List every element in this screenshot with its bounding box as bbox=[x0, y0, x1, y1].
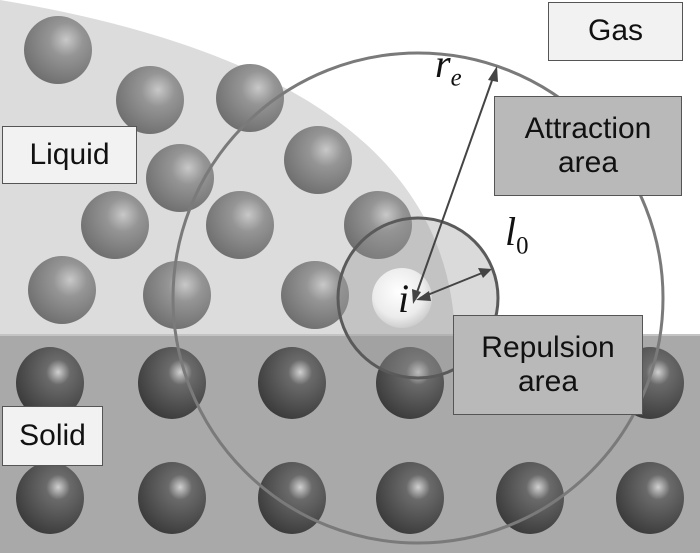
re-arrowhead-outer bbox=[488, 66, 498, 82]
attraction-area-label: Attraction area bbox=[494, 96, 682, 196]
re-arrowhead-inner bbox=[412, 289, 421, 304]
liquid-particle bbox=[284, 126, 352, 194]
re-main: r bbox=[435, 41, 451, 86]
liquid-particle bbox=[116, 66, 184, 134]
liquid-label: Liquid bbox=[2, 126, 137, 184]
liquid-particle bbox=[206, 191, 274, 259]
solid-particles bbox=[16, 347, 684, 534]
re-symbol: re bbox=[435, 40, 462, 93]
liquid-particle bbox=[143, 261, 211, 329]
liquid-particle bbox=[281, 261, 349, 329]
attraction-label-line2: area bbox=[557, 146, 619, 179]
repulsion-area-label: Repulsion area bbox=[453, 315, 643, 415]
re-subscript: e bbox=[450, 64, 462, 92]
solid-particle bbox=[376, 462, 444, 534]
solid-particle bbox=[496, 462, 564, 534]
gas-label: Gas bbox=[548, 2, 683, 61]
l0-symbol: l0 bbox=[505, 208, 529, 261]
target-particle bbox=[372, 268, 432, 328]
solid-particle bbox=[258, 462, 326, 534]
solid-label-text: Solid bbox=[19, 418, 86, 452]
solid-particle bbox=[16, 462, 84, 534]
liquid-particle bbox=[28, 256, 96, 324]
liquid-label-text: Liquid bbox=[29, 137, 110, 171]
repulsion-label-line2: area bbox=[517, 365, 579, 398]
liquid-particle bbox=[216, 64, 284, 132]
solid-label: Solid bbox=[2, 406, 103, 466]
attraction-label-line1: Attraction bbox=[524, 111, 652, 145]
solid-particle bbox=[138, 462, 206, 534]
liquid-particle bbox=[81, 191, 149, 259]
gas-label-text: Gas bbox=[587, 14, 644, 48]
l0-main: l bbox=[505, 209, 517, 254]
solid-particle bbox=[376, 347, 444, 419]
repulsion-label-line1: Repulsion bbox=[481, 330, 615, 364]
liquid-particles bbox=[24, 16, 412, 329]
l0-radius-arrow bbox=[419, 270, 488, 299]
l0-arrowhead-inner bbox=[416, 291, 431, 301]
attraction-area-circle bbox=[171, 51, 665, 545]
l0-subscript: 0 bbox=[516, 232, 529, 260]
l0-arrowhead-outer bbox=[478, 268, 492, 278]
target-particle-label: i bbox=[398, 276, 410, 321]
solid-particle bbox=[16, 347, 84, 419]
solid-particle bbox=[258, 347, 326, 419]
solid-particle bbox=[138, 347, 206, 419]
solid-particle bbox=[616, 462, 684, 534]
liquid-particle bbox=[24, 16, 92, 84]
re-radius-arrow bbox=[414, 71, 496, 299]
